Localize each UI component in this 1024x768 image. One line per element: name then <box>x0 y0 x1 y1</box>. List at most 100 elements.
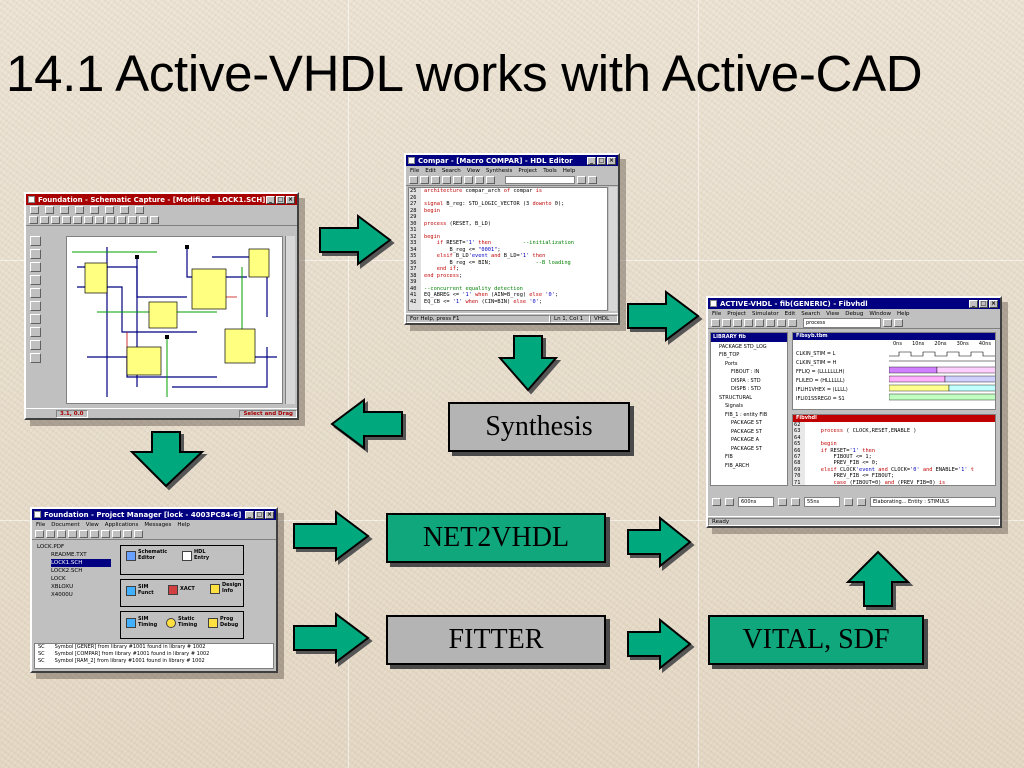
maximize-button[interactable]: □ <box>597 156 606 165</box>
zoom-tool-icon[interactable] <box>29 301 41 311</box>
open-file-icon[interactable] <box>722 319 731 327</box>
search-combo[interactable] <box>505 176 575 184</box>
menu-item[interactable]: Project <box>518 167 538 174</box>
menu-item[interactable]: Search <box>801 310 821 317</box>
step-over-icon[interactable] <box>791 498 800 506</box>
open-project-icon[interactable] <box>46 530 55 538</box>
tree-item[interactable]: Ports <box>725 360 738 367</box>
paste-icon[interactable] <box>475 176 484 184</box>
design-browser-tree[interactable]: LIBRARY fib PACKAGE STD_LOG FIB_TOP Port… <box>710 332 788 486</box>
run-for-icon[interactable] <box>778 498 787 506</box>
minimize-button[interactable]: _ <box>266 195 275 204</box>
maximize-button[interactable]: □ <box>979 299 988 308</box>
menu-item[interactable]: File <box>712 310 722 317</box>
new-file-icon[interactable] <box>711 319 720 327</box>
label-tool-icon[interactable] <box>29 275 41 285</box>
design-info-node[interactable]: Design Info <box>210 582 242 594</box>
hierarchy-tool-icon[interactable] <box>29 314 41 324</box>
toolbar-button[interactable] <box>139 216 148 224</box>
replace-icon[interactable] <box>588 176 597 184</box>
restart-icon[interactable] <box>844 498 853 506</box>
tree-item[interactable]: FIBOUT : IN <box>731 369 760 375</box>
tree-item[interactable]: FIB_ARCH <box>725 462 750 469</box>
tree-item[interactable]: FIB_1 : entity FIB <box>725 411 768 418</box>
step-icon[interactable] <box>725 498 734 506</box>
minimize-button[interactable]: _ <box>969 299 978 308</box>
select-tool-icon[interactable] <box>29 236 41 246</box>
signal-name[interactable]: FLILED = (HLLLLLL) <box>796 378 845 384</box>
tool-button[interactable] <box>123 530 132 538</box>
menu-glyph[interactable] <box>30 206 39 214</box>
tool-button[interactable] <box>112 530 121 538</box>
maximize-button[interactable]: □ <box>276 195 285 204</box>
file-item[interactable]: LOCK2.SCH <box>51 568 83 574</box>
menu-item[interactable]: Help <box>177 521 190 528</box>
tree-item[interactable]: DISPA : STD <box>731 377 761 384</box>
close-button[interactable]: × <box>607 156 616 165</box>
toolbar-button[interactable] <box>40 216 49 224</box>
help-icon[interactable] <box>894 319 903 327</box>
dropdown-icon[interactable] <box>883 319 892 327</box>
menu-item[interactable]: Synthesis <box>485 167 513 174</box>
vhdl-editor-pane[interactable]: Fibvhdl 62 63 64 65 66 67 68 69 70 71 pr… <box>792 414 996 486</box>
signal-name[interactable]: FFLIQ = (LLLLLLLH) <box>796 369 845 375</box>
menu-item[interactable]: Debug <box>845 310 864 317</box>
bus-tool-icon[interactable] <box>29 262 41 272</box>
toolbar-button[interactable] <box>29 216 38 224</box>
menu-item[interactable]: Help <box>897 310 910 317</box>
file-item[interactable]: README.TXT <box>51 552 87 558</box>
signal-name[interactable]: CLKIN_STIM = L <box>796 351 836 357</box>
tool-button[interactable] <box>79 530 88 538</box>
menu-glyph[interactable] <box>105 206 114 214</box>
menu-item[interactable]: Edit <box>784 310 796 317</box>
file-item[interactable]: X4000U <box>51 592 73 598</box>
tree-item[interactable]: Signals <box>725 403 743 409</box>
break-icon[interactable] <box>857 498 866 506</box>
schematic-canvas[interactable] <box>66 236 283 404</box>
toolbar-button[interactable] <box>73 216 82 224</box>
sim-funct-node[interactable]: SIM Funct <box>126 584 158 596</box>
save-icon[interactable] <box>733 319 742 327</box>
menu-glyph[interactable] <box>45 206 54 214</box>
menu-item[interactable]: File <box>410 167 420 174</box>
probe-tool-icon[interactable] <box>29 327 41 337</box>
menu-item[interactable]: View <box>826 310 840 317</box>
sim-timing-node[interactable]: SIM Timing <box>126 616 160 628</box>
tree-item[interactable]: PACKAGE ST <box>731 428 762 435</box>
menu-item[interactable]: Project <box>727 310 747 317</box>
tree-item[interactable]: PACKAGE STD_LOG <box>719 343 767 350</box>
vertical-scrollbar[interactable] <box>285 236 295 404</box>
run-icon[interactable] <box>712 498 721 506</box>
vertical-scrollbar[interactable] <box>609 187 617 311</box>
tool-button[interactable] <box>90 530 99 538</box>
toolbar-button[interactable] <box>95 216 104 224</box>
toolbar-button[interactable] <box>62 216 71 224</box>
close-button[interactable]: × <box>989 299 998 308</box>
schematic-editor-node[interactable]: Schematic Editor <box>126 549 168 561</box>
process-combo[interactable]: process <box>803 318 881 328</box>
undo-icon[interactable] <box>788 319 797 327</box>
static-timing-node[interactable]: Static Timing <box>166 616 202 628</box>
close-button[interactable]: × <box>286 195 295 204</box>
symbol-tool-icon[interactable] <box>29 288 41 298</box>
signal-name[interactable]: IFLI01S5REG0 = S1 <box>796 396 845 402</box>
find-icon[interactable] <box>577 176 586 184</box>
save-icon[interactable] <box>431 176 440 184</box>
menu-glyph[interactable] <box>60 206 69 214</box>
xact-node[interactable]: XACT <box>168 585 195 595</box>
minimize-button[interactable]: _ <box>245 510 254 519</box>
open-file-icon[interactable] <box>420 176 429 184</box>
prog-debug-node[interactable]: Prog Debug <box>208 616 242 628</box>
menu-item[interactable]: Help <box>562 167 576 174</box>
menu-item[interactable]: Messages <box>144 521 172 528</box>
cut-icon[interactable] <box>453 176 462 184</box>
menu-item[interactable]: View <box>85 521 99 528</box>
tree-item[interactable]: PACKAGE ST <box>731 445 762 452</box>
tree-item[interactable]: PACKAGE ST <box>731 420 762 426</box>
tree-item[interactable]: FIB <box>725 454 733 460</box>
print-icon[interactable] <box>68 530 77 538</box>
tree-item[interactable]: PACKAGE A <box>731 437 760 443</box>
copy-icon[interactable] <box>464 176 473 184</box>
menu-item[interactable]: Simulator <box>752 310 779 317</box>
tree-item[interactable]: DISPB : STD <box>731 386 761 392</box>
